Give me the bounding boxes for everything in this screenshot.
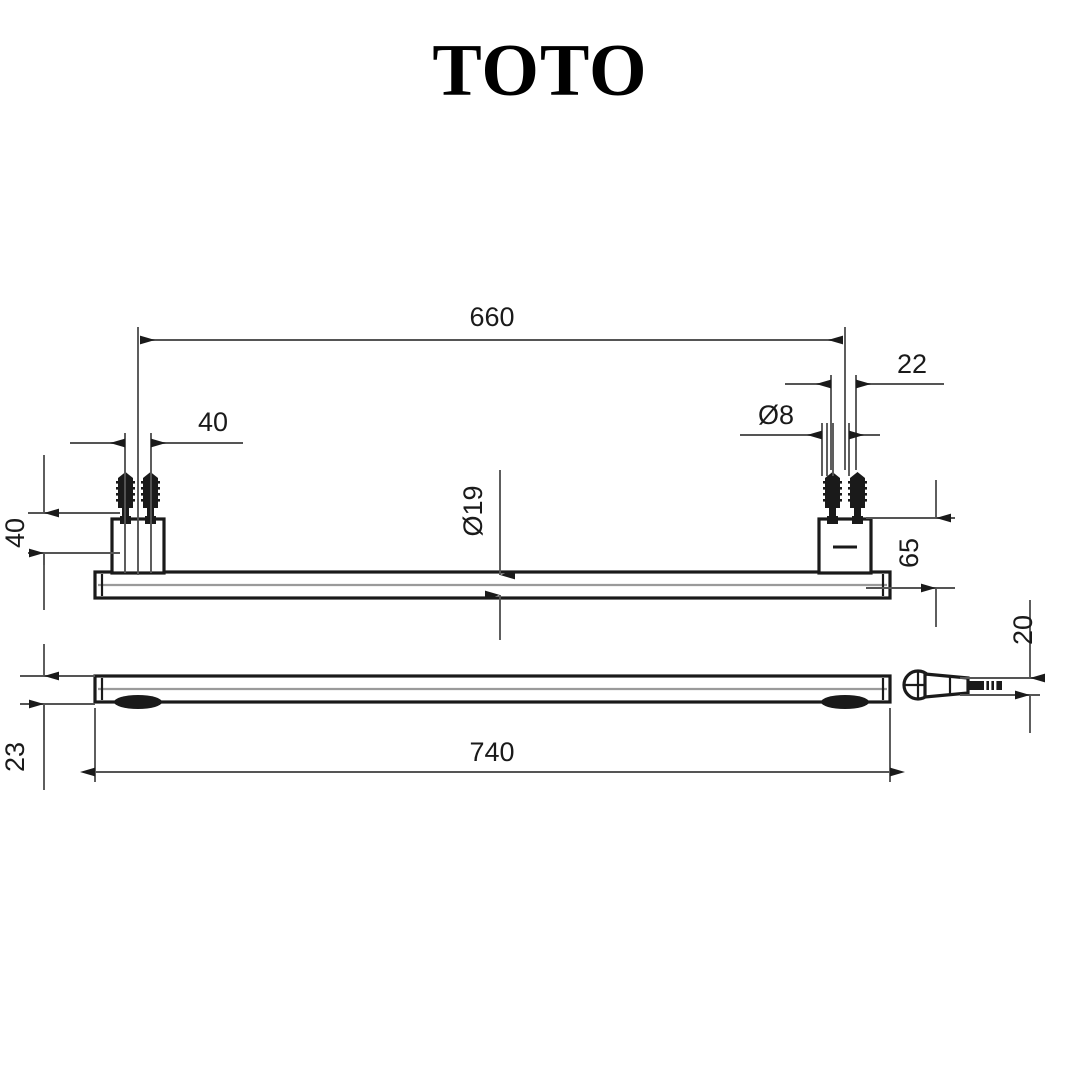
dimension-label-23: 23 <box>0 742 30 772</box>
dimension-20: 20 <box>1008 600 1045 733</box>
dimension-diameter-8: Ø8 <box>740 400 880 476</box>
dimension-40-vertical: 40 <box>0 455 120 610</box>
dimension-label-660: 660 <box>469 302 514 332</box>
dimension-diameter-19: Ø19 <box>458 470 515 640</box>
right-bracket-footprint <box>821 695 869 709</box>
front-elevation-view <box>93 472 892 600</box>
dimension-740: 740 <box>80 708 905 782</box>
toto-logo: TOTO <box>432 30 648 112</box>
wall-anchor-right-2 <box>848 472 867 524</box>
dimension-label-20: 20 <box>1008 615 1038 645</box>
dimension-label-diameter-19: Ø19 <box>458 485 488 536</box>
dimension-40-horizontal: 40 <box>70 407 243 573</box>
dimension-660: 660 <box>137 302 846 575</box>
towel-bar-tube-front <box>93 570 892 600</box>
dimension-22: 22 <box>785 349 944 470</box>
dimension-label-40-horizontal: 40 <box>198 407 228 437</box>
dimension-label-diameter-8: Ø8 <box>758 400 794 430</box>
dimension-label-22: 22 <box>897 349 927 379</box>
dimension-label-65: 65 <box>894 538 924 568</box>
dimension-65: 65 <box>866 480 955 627</box>
plan-view <box>93 674 892 709</box>
bracket-side-detail <box>902 669 1040 701</box>
wall-anchor-right-1 <box>823 472 842 524</box>
dimension-label-740: 740 <box>469 737 514 767</box>
bracket-taper-body <box>923 672 970 699</box>
right-mounting-post <box>817 472 873 575</box>
left-bracket-footprint <box>114 695 162 709</box>
dimension-23: 23 <box>0 644 95 790</box>
dimension-label-40-vertical: 40 <box>0 518 30 548</box>
towel-bar-tube-plan <box>93 674 892 704</box>
